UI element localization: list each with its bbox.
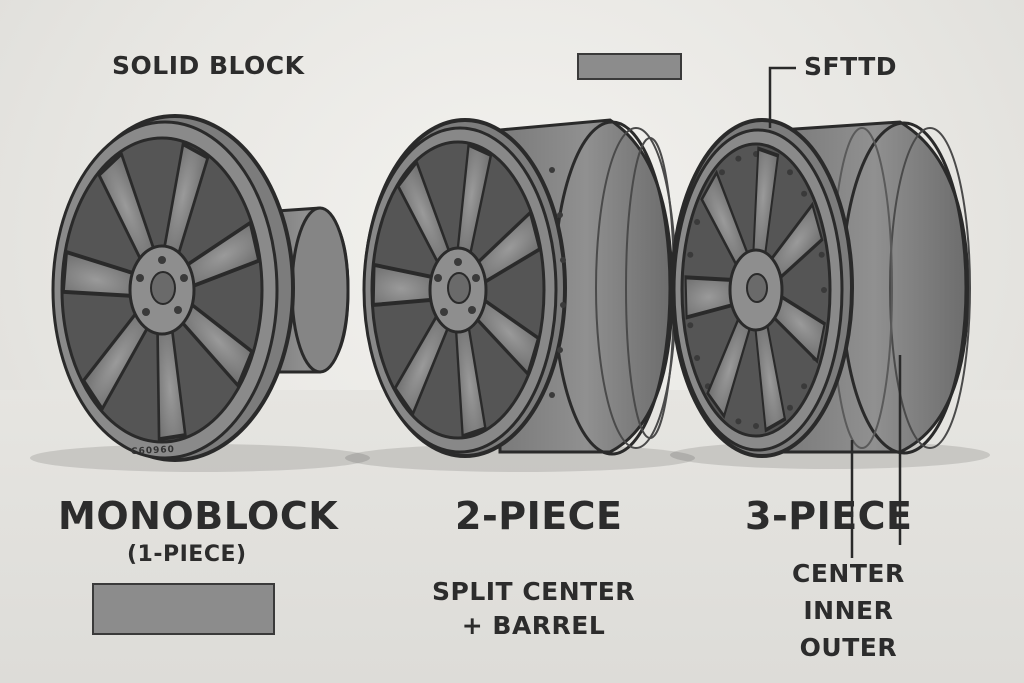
bolt <box>753 423 759 429</box>
gray-swatch-bottom <box>92 583 275 635</box>
split-line-1: SPLIT CENTER <box>432 577 636 606</box>
bolt <box>719 169 725 176</box>
bolt <box>818 251 825 258</box>
split-line-2: + BARREL <box>461 611 606 640</box>
gray-swatch-top <box>577 53 682 80</box>
split-description: SPLIT CENTER + BARREL <box>432 575 635 643</box>
sfttd-label: SFTTD <box>804 52 898 81</box>
three-piece-parts: CENTER INNER OUTER <box>792 555 905 666</box>
bolt <box>694 355 701 361</box>
monoblock-wheel <box>51 114 350 462</box>
bolt <box>687 322 694 329</box>
three-piece-title: 3-PIECE <box>745 494 913 538</box>
bolt <box>801 383 808 390</box>
bolt <box>821 287 827 293</box>
solid-block-label: SOLID BLOCK <box>112 51 305 80</box>
bolt <box>735 155 742 162</box>
parts-center: CENTER <box>792 559 905 588</box>
bolt <box>735 418 742 425</box>
sfttd-leader-line <box>768 66 796 128</box>
parts-outer: OUTER <box>799 633 898 662</box>
two-piece-title: 2-PIECE <box>455 494 623 538</box>
bolt <box>801 190 808 197</box>
bolt <box>694 219 701 225</box>
monoblock-title: MONOBLOCK <box>58 494 339 538</box>
bolt <box>787 404 793 411</box>
two-piece-wheel <box>362 118 677 458</box>
three-piece-wheel <box>670 118 971 458</box>
one-piece-subtitle: (1-PIECE) <box>127 542 247 567</box>
parts-inner: INNER <box>803 596 894 625</box>
bolt <box>787 169 793 176</box>
bolt <box>687 251 694 258</box>
